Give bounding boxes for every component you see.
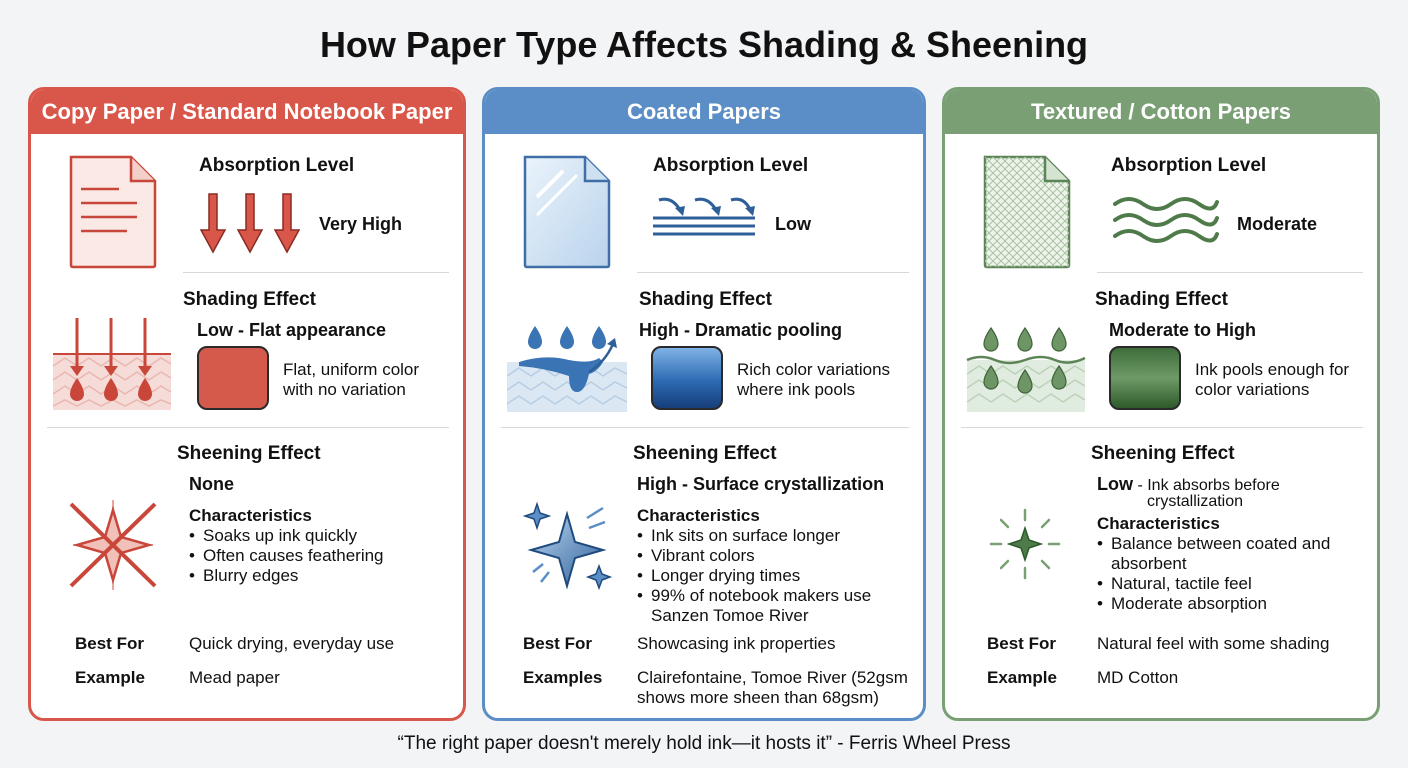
characteristics-heading: Characteristics xyxy=(189,506,312,525)
ink-pooling-icon xyxy=(506,326,628,412)
card-coated-papers: Coated Papers Absorption Level Low xyxy=(482,87,926,721)
sheening-value: Low xyxy=(1097,474,1133,494)
sheening-value: None xyxy=(189,474,234,494)
card-header: Textured / Cotton Papers xyxy=(945,90,1377,134)
shading-heading: Shading Effect xyxy=(639,289,773,310)
footer-quote: “The right paper doesn't merely hold ink… xyxy=(397,733,1011,754)
card-copy-paper: Copy Paper / Standard Notebook Paper Abs… xyxy=(28,87,466,721)
divider xyxy=(183,272,449,273)
absorption-value: Low xyxy=(775,214,811,234)
best-for-value: Quick drying, everyday use xyxy=(189,634,395,653)
ink-soaking-icon xyxy=(52,318,172,410)
divider xyxy=(1097,272,1363,273)
green-gradient-swatch xyxy=(1109,346,1181,410)
gradient-color-swatch xyxy=(651,346,723,410)
shading-value: Moderate to High xyxy=(1109,320,1256,340)
sheening-value: High - Surface crystallization xyxy=(637,474,885,494)
example-value: Mead paper xyxy=(189,668,280,687)
characteristics-list: Soaks up ink quickly Often causes feathe… xyxy=(189,526,384,586)
example-value: MD Cotton xyxy=(1097,668,1179,687)
absorption-heading: Absorption Level xyxy=(1111,155,1267,176)
best-for-label: Best For xyxy=(987,634,1056,653)
list-item: Moderate absorption xyxy=(1097,594,1357,614)
shading-heading: Shading Effect xyxy=(183,289,317,310)
list-item: Blurry edges xyxy=(189,566,384,586)
sheening-note-line2: crystallization xyxy=(1147,493,1244,510)
absorption-value: Moderate xyxy=(1237,214,1318,234)
sheening-heading: Sheening Effect xyxy=(633,443,777,464)
list-item: Balance between coated and absorbent xyxy=(1097,534,1357,574)
shading-value: Low - Flat appearance xyxy=(197,320,387,340)
list-item: Ink sits on surface longer xyxy=(637,526,897,546)
card-header: Coated Papers xyxy=(485,90,923,134)
card-header: Copy Paper / Standard Notebook Paper xyxy=(31,90,463,134)
list-item: Often causes feathering xyxy=(189,546,384,566)
sheening-note: - Ink absorbs before xyxy=(1137,477,1280,494)
divider xyxy=(501,427,909,428)
characteristics-heading: Characteristics xyxy=(637,506,760,525)
small-sparkle-icon xyxy=(989,508,1061,580)
characteristics-block: Characteristics Balance between coated a… xyxy=(1097,514,1357,614)
sheening-value-row: Low - Ink absorbs before xyxy=(1097,474,1280,496)
flat-color-swatch xyxy=(197,346,269,410)
list-item: Longer drying times xyxy=(637,566,897,586)
card-textured-papers: Textured / Cotton Papers Absorption Leve… xyxy=(942,87,1380,721)
sparkle-icon xyxy=(522,501,613,591)
absorption-heading: Absorption Level xyxy=(199,155,355,176)
shading-heading: Shading Effect xyxy=(1095,289,1229,310)
list-item: Natural, tactile feel xyxy=(1097,574,1357,594)
no-sheen-icon xyxy=(69,500,157,590)
example-value: Clairefontaine, Tomoe River (52gsm shows… xyxy=(637,668,908,707)
absorption-heading: Absorption Level xyxy=(653,155,809,176)
glossy-paper-icon xyxy=(523,155,611,269)
divider xyxy=(961,427,1363,428)
sheening-heading: Sheening Effect xyxy=(177,443,321,464)
textured-paper-icon xyxy=(983,155,1071,269)
list-item: 99% of notebook makers use Sanzen Tomoe … xyxy=(637,586,897,626)
shading-description: Ink pools enough for color variations xyxy=(1195,360,1350,399)
wave-flow-icon xyxy=(1113,197,1219,243)
page-title: How Paper Type Affects Shading & Sheenin… xyxy=(319,24,1089,65)
characteristics-block: Characteristics Soaks up ink quickly Oft… xyxy=(189,506,384,586)
divider xyxy=(637,272,909,273)
lined-paper-icon xyxy=(69,155,157,269)
best-for-label: Best For xyxy=(75,634,144,653)
characteristics-block: Characteristics Ink sits on surface long… xyxy=(637,506,897,626)
example-label: Example xyxy=(75,668,145,687)
down-arrows-icon xyxy=(199,193,301,254)
characteristics-heading: Characteristics xyxy=(1097,514,1220,533)
shading-description: Rich color variations where ink pools xyxy=(737,360,891,399)
characteristics-list: Ink sits on surface longer Vibrant color… xyxy=(637,526,897,626)
best-for-value: Natural feel with some shading xyxy=(1097,634,1330,653)
example-label: Examples xyxy=(523,668,603,687)
best-for-value: Showcasing ink properties xyxy=(637,634,836,653)
ink-partial-absorb-icon xyxy=(966,326,1086,412)
sheening-heading: Sheening Effect xyxy=(1091,443,1235,464)
divider xyxy=(47,427,449,428)
shading-value: High - Dramatic pooling xyxy=(639,320,843,340)
list-item: Soaks up ink quickly xyxy=(189,526,384,546)
example-label: Example xyxy=(987,668,1057,687)
shading-description: Flat, uniform color with no variation xyxy=(283,360,420,399)
absorption-value: Very High xyxy=(319,214,403,234)
characteristics-list: Balance between coated and absorbent Nat… xyxy=(1097,534,1357,614)
list-item: Vibrant colors xyxy=(637,546,897,566)
best-for-label: Best For xyxy=(523,634,592,653)
surface-flow-icon xyxy=(653,197,755,236)
